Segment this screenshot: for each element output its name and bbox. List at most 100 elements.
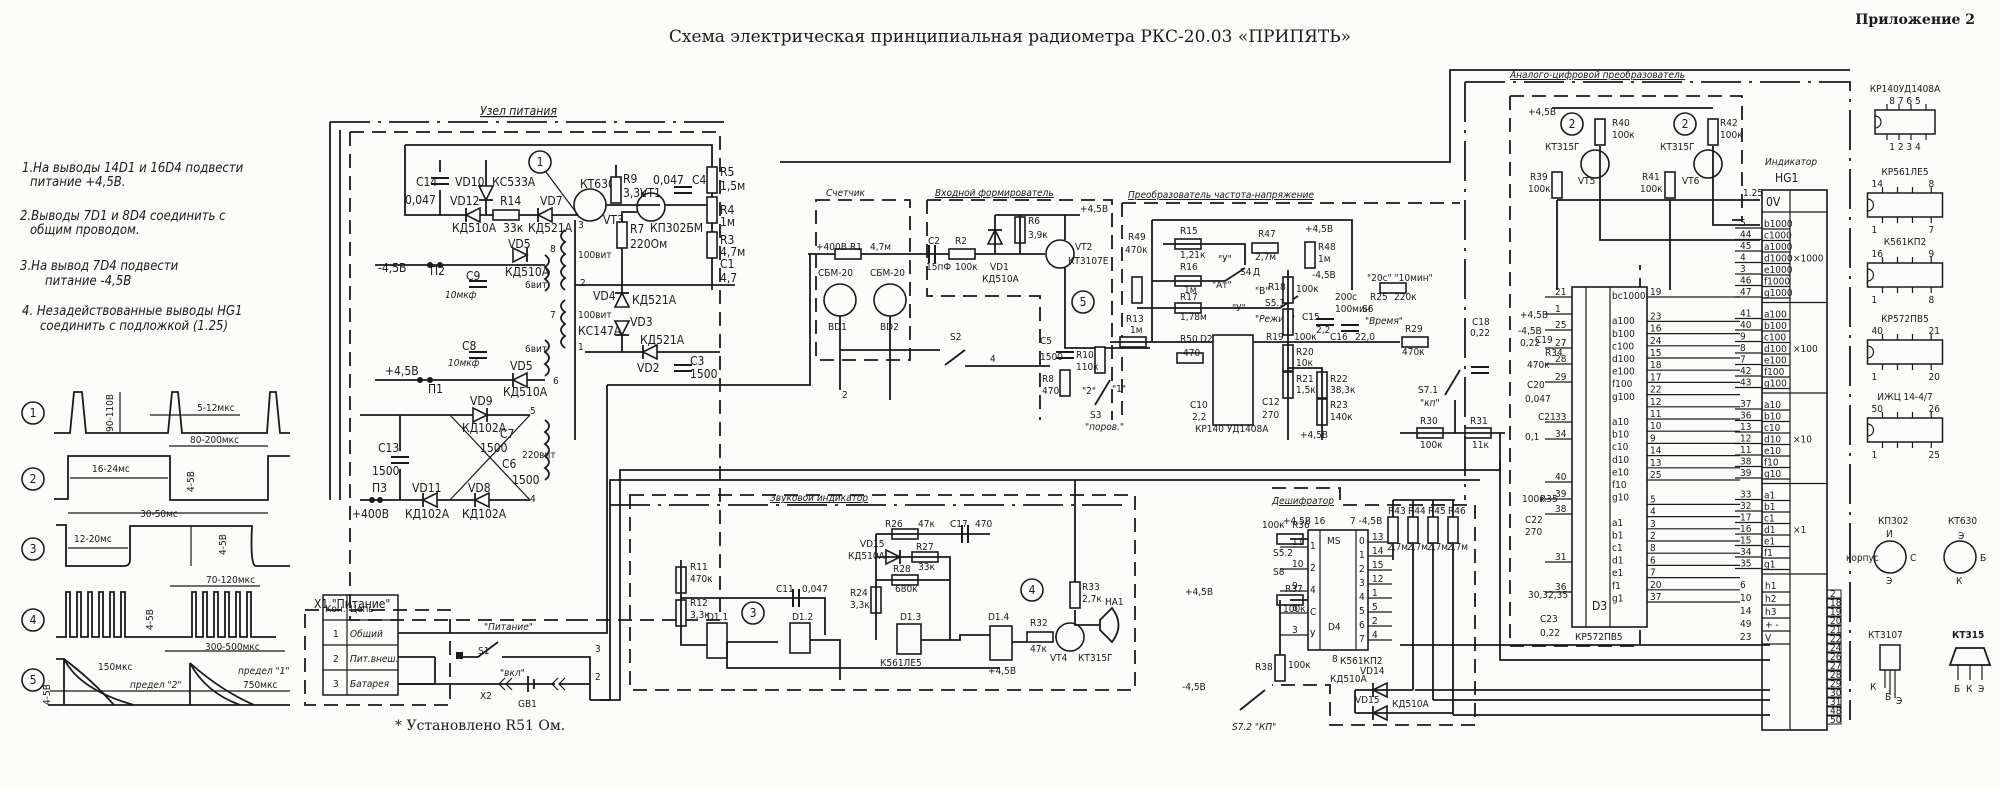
- package-kt3107-pin-e: Э: [1896, 696, 1902, 707]
- hg1-segment-e100: e100: [1764, 356, 1787, 367]
- r10-label: R10: [1076, 350, 1094, 361]
- r49-resistor: [1131, 276, 1143, 304]
- d4-output-pin-number: 4: [1372, 630, 1378, 641]
- c13-value: 1500: [372, 464, 400, 478]
- pinout-bottom-right: 7: [1929, 225, 1935, 236]
- r16-value: 1м: [1184, 285, 1197, 296]
- r45-resistor: [1427, 516, 1439, 544]
- r28-label: R28: [893, 564, 911, 575]
- waveform-4-label-3: 300-500мкс: [205, 642, 260, 653]
- package-kt630-pin-b: Б: [1980, 553, 1986, 564]
- pinout-top-right: 21: [1929, 326, 1940, 337]
- d3-left-pin-number: 39: [1555, 489, 1567, 500]
- d3-right-pin-number: 3: [1650, 519, 1656, 530]
- package-kt630-name: КТ630: [1948, 516, 1977, 527]
- block-title-counter: Счетчик: [826, 188, 866, 199]
- rail-minus-45: -4,5В: [378, 261, 406, 275]
- s7-2-label: S7.2 "КП": [1232, 722, 1276, 733]
- package-kp302-pin-case: корпус: [1846, 553, 1879, 564]
- test-point-1-label: 1: [537, 155, 544, 169]
- d4-multiplexer: [1307, 529, 1369, 651]
- r10-value: 110к: [1076, 362, 1099, 373]
- hg1-substrate-pin-number: 22: [1830, 634, 1841, 645]
- s1-label: S1: [478, 646, 489, 657]
- connector-row-2-circuit: Пит.внеш.: [350, 654, 399, 665]
- hg1-pin-number: 42: [1740, 366, 1751, 377]
- r22-label: R22: [1330, 374, 1348, 385]
- r8-label: R8: [1042, 374, 1054, 385]
- r31-value: 11к: [1472, 440, 1489, 451]
- vt6-label: VT6: [1682, 176, 1700, 187]
- vd15-type: КД510А: [848, 551, 886, 562]
- vd2-label: VD2: [637, 361, 660, 375]
- wire-3-label: 3: [595, 644, 601, 655]
- d4-output-pin-number: 12: [1372, 574, 1383, 585]
- hg1-pin-number: 45: [1740, 241, 1751, 252]
- d4-input-pin: У: [1310, 629, 1316, 640]
- d3-right-pin-number: 6: [1650, 555, 1656, 566]
- pinout-notch: [1867, 198, 1875, 212]
- note-3-line2: питание -4,5В: [45, 274, 131, 289]
- waveform-5-label-2: 150мкс: [98, 662, 132, 673]
- c2-label: C2: [928, 236, 940, 247]
- winding-6-b: 6вит: [525, 344, 547, 355]
- r2-resistor: [948, 248, 976, 260]
- package-kt630-pin-e: Э: [1958, 531, 1964, 542]
- hg1-segment-c1000: c1000: [1764, 231, 1792, 242]
- hg1-extra-segment: h3: [1765, 607, 1776, 618]
- c23-label: C23: [1540, 614, 1558, 625]
- s3-caption: "поров.": [1085, 422, 1124, 433]
- footnote: * Установлено R51 Ом.: [395, 718, 565, 734]
- hg1-segment-e1000: e1000: [1764, 265, 1793, 276]
- c3-value: 1500: [690, 367, 718, 381]
- c14-label: C14: [416, 175, 437, 189]
- d3-left-pin-number: 29: [1555, 372, 1567, 383]
- hg1-extra-segment: + -: [1765, 620, 1779, 631]
- c14-value: 0,047: [405, 193, 436, 207]
- c2-value: 15пФ: [926, 262, 951, 273]
- c5-label: C5: [1040, 336, 1052, 347]
- r3-value: 4,7м: [720, 245, 745, 259]
- r33-value: 2,7к: [1082, 594, 1102, 605]
- block-title-adc: Аналого-цифровой преобразователь: [1509, 69, 1685, 81]
- d3-left-pin-number: 1: [1555, 304, 1561, 315]
- mode-switch-caption: "Режим": [1255, 314, 1295, 325]
- c13-label: C13: [378, 441, 399, 455]
- vd5-upper-type: КД510А: [505, 265, 550, 279]
- winding-pin-2: 2: [580, 278, 586, 289]
- waveform-5-label-3: предел "2": [130, 680, 182, 691]
- r16-label: R16: [1180, 262, 1198, 273]
- d3-segment-output: d10: [1612, 455, 1629, 466]
- waveform-5-label-4: предел "1": [238, 666, 290, 677]
- d3-right-pin-number: 17: [1650, 372, 1661, 383]
- hg1-pin-number: 3: [1740, 264, 1746, 275]
- package-kp302-name: КП302: [1878, 516, 1908, 527]
- package-kt3107-pin-b: Б: [1885, 692, 1891, 703]
- r46-resistor: [1447, 516, 1459, 544]
- hg1-substrate-pin-number: 50: [1830, 715, 1842, 726]
- pinout-body: [1874, 109, 1936, 135]
- c13-capacitor: [390, 456, 410, 464]
- d3-left-pin-number: 27: [1555, 338, 1566, 349]
- r1-label: R1: [850, 242, 862, 253]
- hg1-substrate-pin: [1826, 607, 1842, 617]
- d4-output-pin: 2: [1359, 564, 1365, 575]
- d3-segment-output: c1: [1612, 543, 1623, 554]
- winding-pin-5: 5: [530, 406, 536, 417]
- decoder-block: Дешифратор R36 100к S5.2 S8 R37 100к +4,…: [1182, 487, 1476, 733]
- r48-value: 1м: [1318, 254, 1331, 265]
- c6-value: 1500: [512, 473, 540, 487]
- hg1-substrate-pin: [1826, 697, 1842, 707]
- s7-2-switch[interactable]: [1239, 689, 1266, 711]
- hg1-substrate-pin-number: 24: [1830, 643, 1842, 654]
- r29-resistor: [1401, 336, 1429, 348]
- s7-1-switch[interactable]: [1444, 369, 1461, 396]
- ha1-label: НА1: [1105, 597, 1124, 608]
- r48-potentiometer[interactable]: [1304, 241, 1316, 269]
- s51-label: S5.1: [1265, 298, 1285, 309]
- hg1-substrate-pin-number: 28: [1830, 670, 1842, 681]
- r41-resistor: [1664, 171, 1676, 199]
- pulldown-resistors: R43 R44 R45 R46 2,7м 2,7м 2,7м 2,7м: [1387, 499, 1468, 715]
- s3-switch[interactable]: [1094, 379, 1111, 406]
